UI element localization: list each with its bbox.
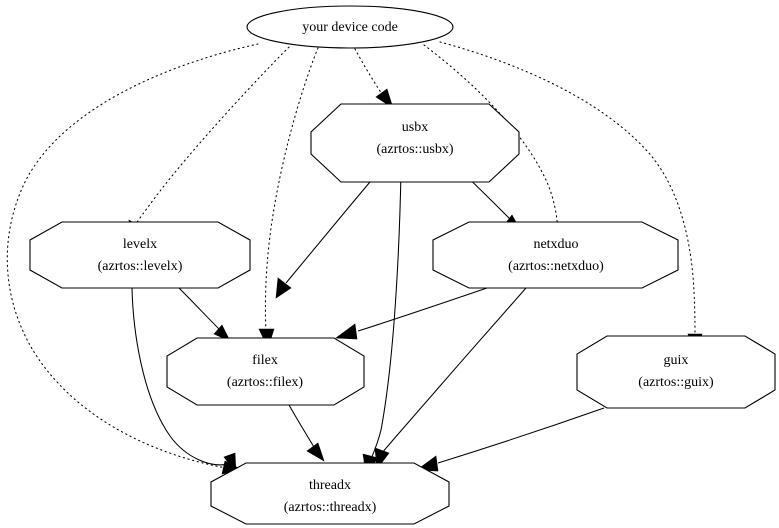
node-filex-label-line2: (azrtos::filex) (227, 375, 304, 390)
node-guix-label-line1: guix (664, 353, 689, 368)
edge-device-to-guix (439, 41, 703, 355)
edge-guix-to-threadx (416, 407, 605, 472)
edge-levelx-to-threadx (131, 287, 237, 474)
node-netxduo-label-line1: netxduo (533, 237, 578, 252)
node-levelx[interactable]: levelx (azrtos::levelx) (29, 221, 251, 289)
node-usbx-label-line2: (azrtos::usbx) (377, 142, 454, 157)
node-shape-octagon (432, 221, 679, 289)
node-usbx-label-line1: usbx (402, 120, 428, 135)
edge-device-to-levelx (128, 46, 290, 242)
node-netxduo[interactable]: netxduo (azrtos::netxduo) (432, 221, 679, 289)
node-your-device-code[interactable]: your device code (246, 5, 454, 49)
node-threadx[interactable]: threadx (azrtos::threadx) (210, 462, 450, 525)
edge-filex-to-threadx (288, 404, 325, 462)
edge-usbx-to-threadx (362, 170, 402, 475)
edge-usbx-to-filex (275, 169, 381, 299)
node-shape-octagon (576, 335, 776, 409)
node-threadx-label-line2: (azrtos::threadx) (284, 500, 377, 515)
node-shape-octagon (210, 462, 450, 525)
node-filex[interactable]: filex (azrtos::filex) (166, 337, 365, 406)
node-guix[interactable]: guix (azrtos::guix) (576, 335, 776, 409)
node-filex-label-line1: filex (252, 353, 278, 368)
node-usbx[interactable]: usbx (azrtos::usbx) (310, 103, 520, 183)
node-shape-octagon (166, 337, 365, 406)
node-shape-ellipse (246, 5, 454, 49)
edge-netxduo-to-filex (335, 287, 488, 340)
node-shape-octagon (310, 103, 520, 183)
edge-device-to-filex (258, 47, 319, 349)
node-shape-octagon (29, 221, 251, 289)
node-levelx-label-line1: levelx (123, 237, 157, 252)
edge-levelx-to-filex (178, 287, 231, 342)
node-netxduo-label-line2: (azrtos::netxduo) (508, 259, 604, 274)
edge-device-to-usbx (354, 48, 394, 109)
node-your-device-code-label: your device code (302, 20, 398, 35)
node-threadx-label-line1: threadx (309, 478, 351, 493)
node-layer: your device code usbx (azrtos::usbx) lev… (29, 5, 776, 525)
node-guix-label-line2: (azrtos::guix) (638, 375, 714, 390)
node-levelx-label-line2: (azrtos::levelx) (98, 259, 183, 274)
